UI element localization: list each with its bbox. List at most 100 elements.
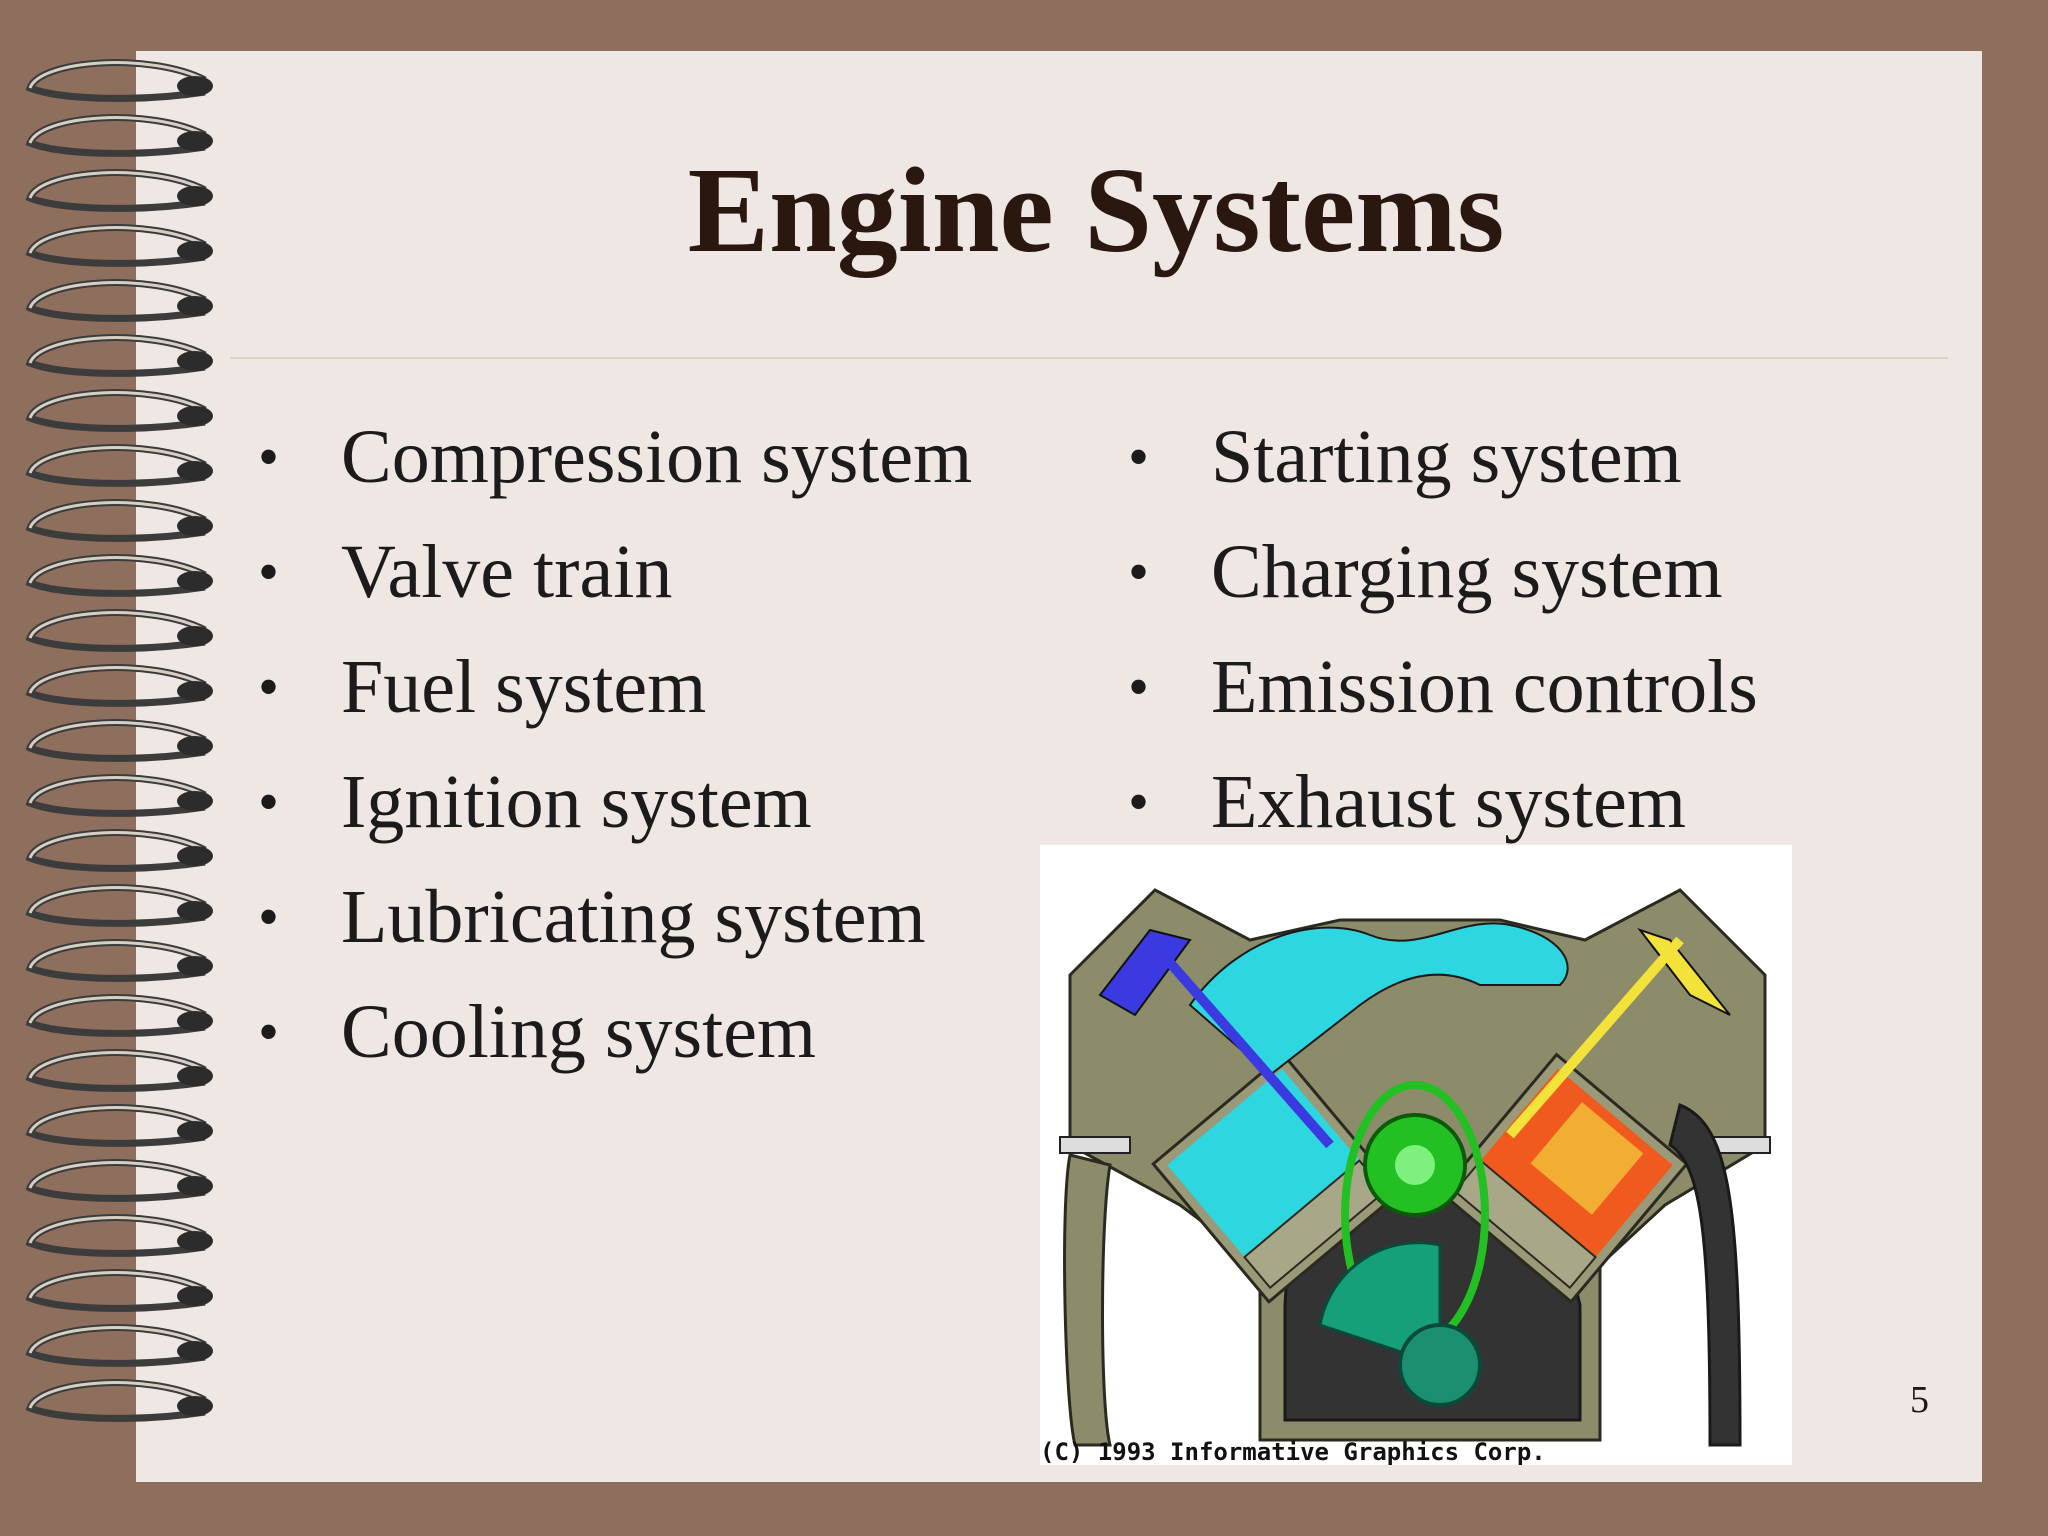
spiral-ring-highlight	[28, 556, 206, 584]
binding-hole	[177, 461, 213, 481]
binding-hole	[177, 1396, 213, 1416]
list-item: •Charging system	[1128, 515, 1758, 630]
spiral-ring-highlight	[28, 226, 206, 254]
spiral-ring	[25, 1104, 207, 1147]
image-credit: (C) 1993 Informative Graphics Corp.	[1040, 1438, 1546, 1466]
blue-pushrod	[1146, 936, 1334, 1149]
binding-hole	[177, 626, 213, 646]
v-engine-illustration	[1040, 845, 1792, 1465]
spiral-ring	[25, 59, 207, 102]
spiral-ring-highlight	[28, 1271, 206, 1299]
spiral-ring-highlight	[28, 391, 206, 419]
binding-hole	[177, 131, 213, 151]
spiral-ring	[25, 1269, 207, 1312]
left-spark-plug	[1059, 1136, 1131, 1154]
spiral-ring-highlight	[28, 1326, 206, 1354]
list-item: •Starting system	[1128, 400, 1758, 515]
spiral-ring-highlight	[28, 666, 206, 694]
spiral-ring	[25, 664, 207, 707]
binding-hole	[177, 1011, 213, 1031]
list-item: •Fuel system	[258, 630, 972, 745]
bullet-icon: •	[258, 424, 280, 490]
right-bullet-list: •Starting system •Charging system •Emiss…	[1128, 400, 1758, 860]
spiral-ring	[25, 994, 207, 1037]
spiral-ring-highlight	[28, 336, 206, 364]
bullet-icon: •	[258, 654, 280, 720]
spiral-ring-highlight	[28, 1216, 206, 1244]
intake-charge	[1167, 1068, 1360, 1258]
spiral-ring-highlight	[28, 996, 206, 1024]
bullet-icon: •	[258, 769, 280, 835]
right-exhaust-pipe	[1668, 1102, 1742, 1447]
bullet-icon: •	[258, 999, 280, 1065]
spiral-ring	[25, 114, 207, 157]
list-item: •Emission controls	[1128, 630, 1758, 745]
binding-hole	[177, 901, 213, 921]
spiral-ring-highlight	[28, 886, 206, 914]
yellow-rocker	[1637, 928, 1731, 1016]
spiral-ring	[25, 499, 207, 542]
binding-hole	[177, 76, 213, 96]
bullet-icon: •	[1128, 424, 1150, 490]
slide-title: Engine Systems	[687, 143, 1505, 278]
list-item: •Exhaust system	[1128, 745, 1758, 860]
spiral-ring	[25, 334, 207, 377]
right-piston	[1453, 1159, 1597, 1290]
binding-hole	[177, 1341, 213, 1361]
list-item: •Cooling system	[258, 975, 972, 1090]
spiral-ring	[25, 279, 207, 322]
binding-hole	[177, 736, 213, 756]
engine-diagram	[1059, 888, 1771, 1447]
spiral-ring	[25, 1324, 207, 1367]
spiral-ring	[25, 1379, 207, 1422]
spiral-ring	[25, 554, 207, 597]
binding-hole	[177, 956, 213, 976]
bullet-icon: •	[1128, 539, 1150, 605]
crank-counterweight	[1318, 1241, 1442, 1368]
spiral-ring	[25, 389, 207, 432]
spiral-ring	[25, 444, 207, 487]
crankshaft	[1398, 1323, 1482, 1407]
spiral-ring-highlight	[28, 1381, 206, 1409]
binding-hole	[177, 571, 213, 591]
binding-hole	[177, 186, 213, 206]
binding-hole	[177, 1231, 213, 1251]
spiral-ring-highlight	[28, 171, 206, 199]
title-divider	[230, 357, 1948, 359]
bullet-icon: •	[258, 884, 280, 950]
spiral-ring	[25, 609, 207, 652]
spiral-ring	[25, 884, 207, 927]
left-exhaust-pipe	[1063, 1153, 1112, 1447]
binding-hole	[177, 1121, 213, 1141]
binding-hole	[177, 846, 213, 866]
binding-hole	[177, 351, 213, 371]
blue-rocker	[1098, 928, 1192, 1017]
spiral-ring	[25, 829, 207, 872]
spiral-ring-highlight	[28, 1106, 206, 1134]
binding-hole	[177, 241, 213, 261]
spiral-ring-highlight	[28, 446, 206, 474]
bullet-icon: •	[258, 539, 280, 605]
spiral-ring	[25, 1049, 207, 1092]
spiral-ring-highlight	[28, 1161, 206, 1189]
bullet-icon: •	[1128, 769, 1150, 835]
spiral-ring	[25, 1214, 207, 1257]
spiral-ring	[25, 1159, 207, 1202]
spiral-ring-highlight	[28, 776, 206, 804]
list-item: •Valve train	[258, 515, 972, 630]
spiral-ring-highlight	[28, 721, 206, 749]
binding-hole	[177, 1066, 213, 1086]
spiral-ring-highlight	[28, 941, 206, 969]
spiral-ring-highlight	[28, 281, 206, 309]
spiral-ring	[25, 774, 207, 817]
spiral-ring-highlight	[28, 611, 206, 639]
binding-hole	[177, 516, 213, 536]
list-item: •Lubricating system	[258, 860, 972, 975]
page-number: 5	[1910, 1379, 1929, 1421]
list-item: •Ignition system	[258, 745, 972, 860]
spiral-binding	[25, 59, 213, 1422]
left-bullet-list: •Compression system •Valve train •Fuel s…	[258, 400, 972, 1090]
yellow-pushrod	[1506, 936, 1684, 1139]
intake-manifold	[1188, 922, 1569, 1077]
spiral-ring	[25, 719, 207, 762]
